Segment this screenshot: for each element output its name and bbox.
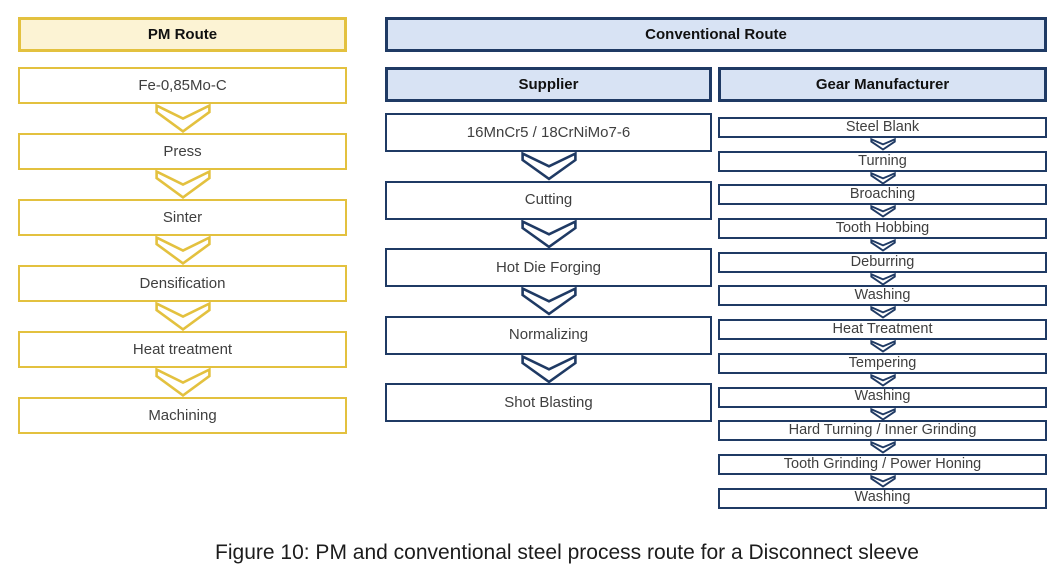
down-chevron-arrow [154,104,211,133]
gear-step-box: Steel Blank [718,117,1047,138]
gear-step-box: Turning [718,150,1047,172]
conventional-route-header: Conventional Route [385,17,1047,52]
supplier-step-box: Normalizing [385,315,712,355]
supplier-step-box: 16MnCr5 / 18CrNiMo7-6 [385,113,712,152]
down-chevron-arrow [869,272,896,286]
supplier-header: Supplier [385,67,712,102]
supplier-step-box: Shot Blasting [385,383,712,422]
gear-step-box: Deburring [718,251,1047,273]
gear-step-box: Washing [718,487,1047,509]
gear-step-box: Washing [718,285,1047,307]
gear-step-box: Tooth Hobbing [718,218,1047,240]
down-chevron-arrow [869,373,896,387]
pm-step-box: Densification [18,265,347,302]
supplier-step-box: Hot Die Forging [385,248,712,287]
down-chevron-arrow [869,306,896,320]
gear-step-box: Hard Turning / Inner Grinding [718,420,1047,442]
down-chevron-arrow [869,205,896,219]
gear-step-box: Tooth Grinding / Power Honing [718,453,1047,475]
down-chevron-arrow [520,219,577,248]
down-chevron-arrow [520,152,577,181]
pm-step-box: Sinter [18,199,347,236]
gear-step-box: Tempering [718,352,1047,374]
down-chevron-arrow [154,368,211,397]
gear-step-box: Broaching [718,184,1047,206]
down-chevron-arrow [869,407,896,421]
down-chevron-arrow [869,340,896,353]
down-chevron-arrow [154,170,211,199]
down-chevron-arrow [520,287,577,316]
pm-route-header: PM Route [18,17,347,52]
pm-step-box: Press [18,133,347,170]
figure-caption: Figure 10: PM and conventional steel pro… [215,541,919,564]
down-chevron-arrow [154,236,211,265]
pm-step-box: Machining [18,397,347,434]
gear-step-box: Heat Treatment [718,319,1047,341]
down-chevron-arrow [869,138,896,151]
supplier-step-box: Cutting [385,180,712,220]
pm-step-box: Heat treatment [18,331,347,368]
down-chevron-arrow [869,171,896,185]
gear-manufacturer-header: Gear Manufacturer [718,67,1047,102]
down-chevron-arrow [520,354,577,383]
gear-step-box: Washing [718,386,1047,408]
down-chevron-arrow [869,474,896,488]
down-chevron-arrow [869,239,896,252]
pm-step-box: Fe-0,85Mo-C [18,67,347,104]
down-chevron-arrow [154,302,211,331]
conventional-route-area: Conventional Route Supplier 16MnCr5 / 18… [385,17,1047,509]
down-chevron-arrow [869,441,896,454]
